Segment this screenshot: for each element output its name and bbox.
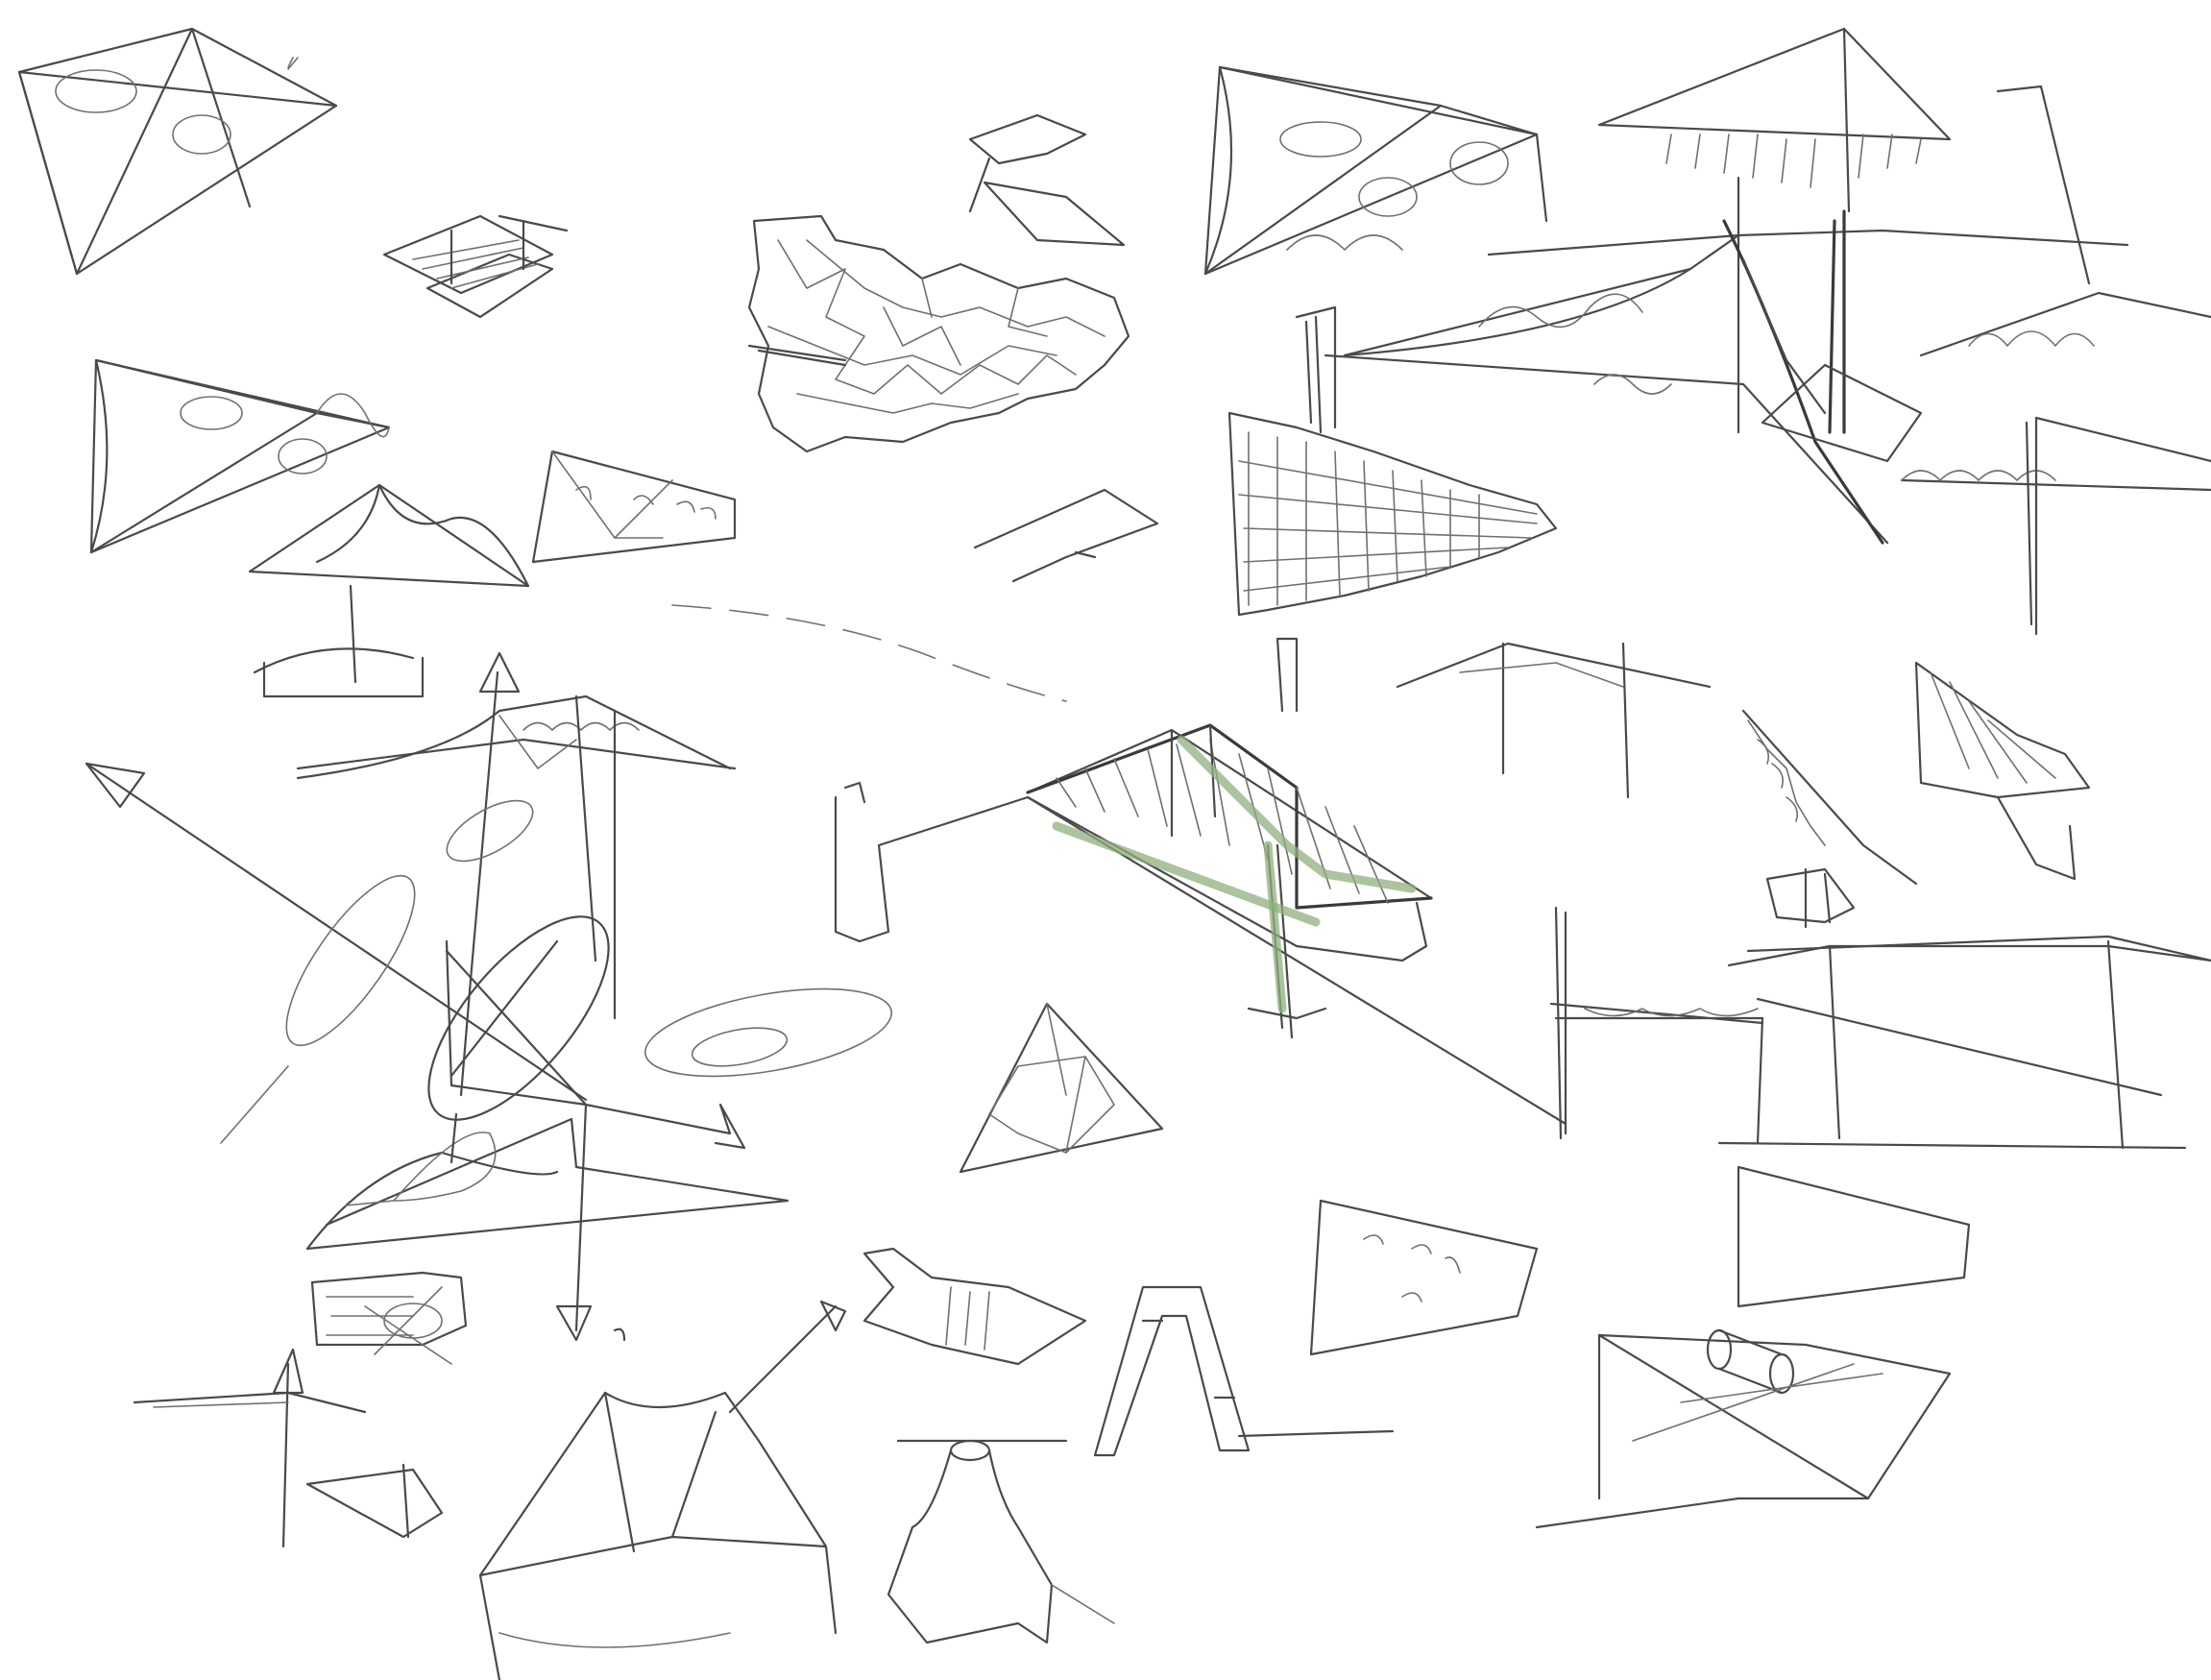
membrane-canopy-sketch — [89, 358, 391, 554]
layered-platform-sketch — [382, 214, 569, 319]
mast-tensile-structure-sketch — [1304, 27, 2211, 636]
membrane-canopy-sketch — [17, 27, 338, 276]
cantilever-bridge-sketch — [671, 604, 1067, 702]
faceted-cluster-sketch — [747, 113, 1130, 453]
membrane-canopy-sketch — [1203, 65, 1548, 276]
membrane-canopy-sketch — [248, 483, 530, 698]
membrane-canopy-sketch — [85, 651, 893, 1150]
cantilever-bridge-sketch — [834, 637, 1567, 1126]
funnel-form-sketch — [887, 1439, 1115, 1644]
mast-tensile-structure-sketch — [1396, 642, 1764, 1140]
faceted-cluster-sketch — [1227, 305, 1558, 617]
a-frame-sketch — [896, 1285, 1395, 1457]
layered-platform-sketch — [863, 1247, 1087, 1366]
mast-tensile-structure-sketch — [1535, 1328, 1952, 1529]
triangle-panel-sketch — [959, 1002, 1164, 1174]
funnel-form-sketch — [478, 1300, 847, 1680]
triangle-panel-sketch — [531, 450, 737, 564]
membrane-canopy-sketch — [133, 1112, 790, 1548]
funnel-form-sketch — [555, 1103, 593, 1342]
triangle-panel-sketch — [1309, 1199, 1539, 1356]
triangle-panel-sketch — [1737, 1165, 1971, 1308]
faceted-cluster-sketch — [973, 488, 1159, 583]
mast-tensile-structure-sketch — [1717, 661, 2211, 1150]
